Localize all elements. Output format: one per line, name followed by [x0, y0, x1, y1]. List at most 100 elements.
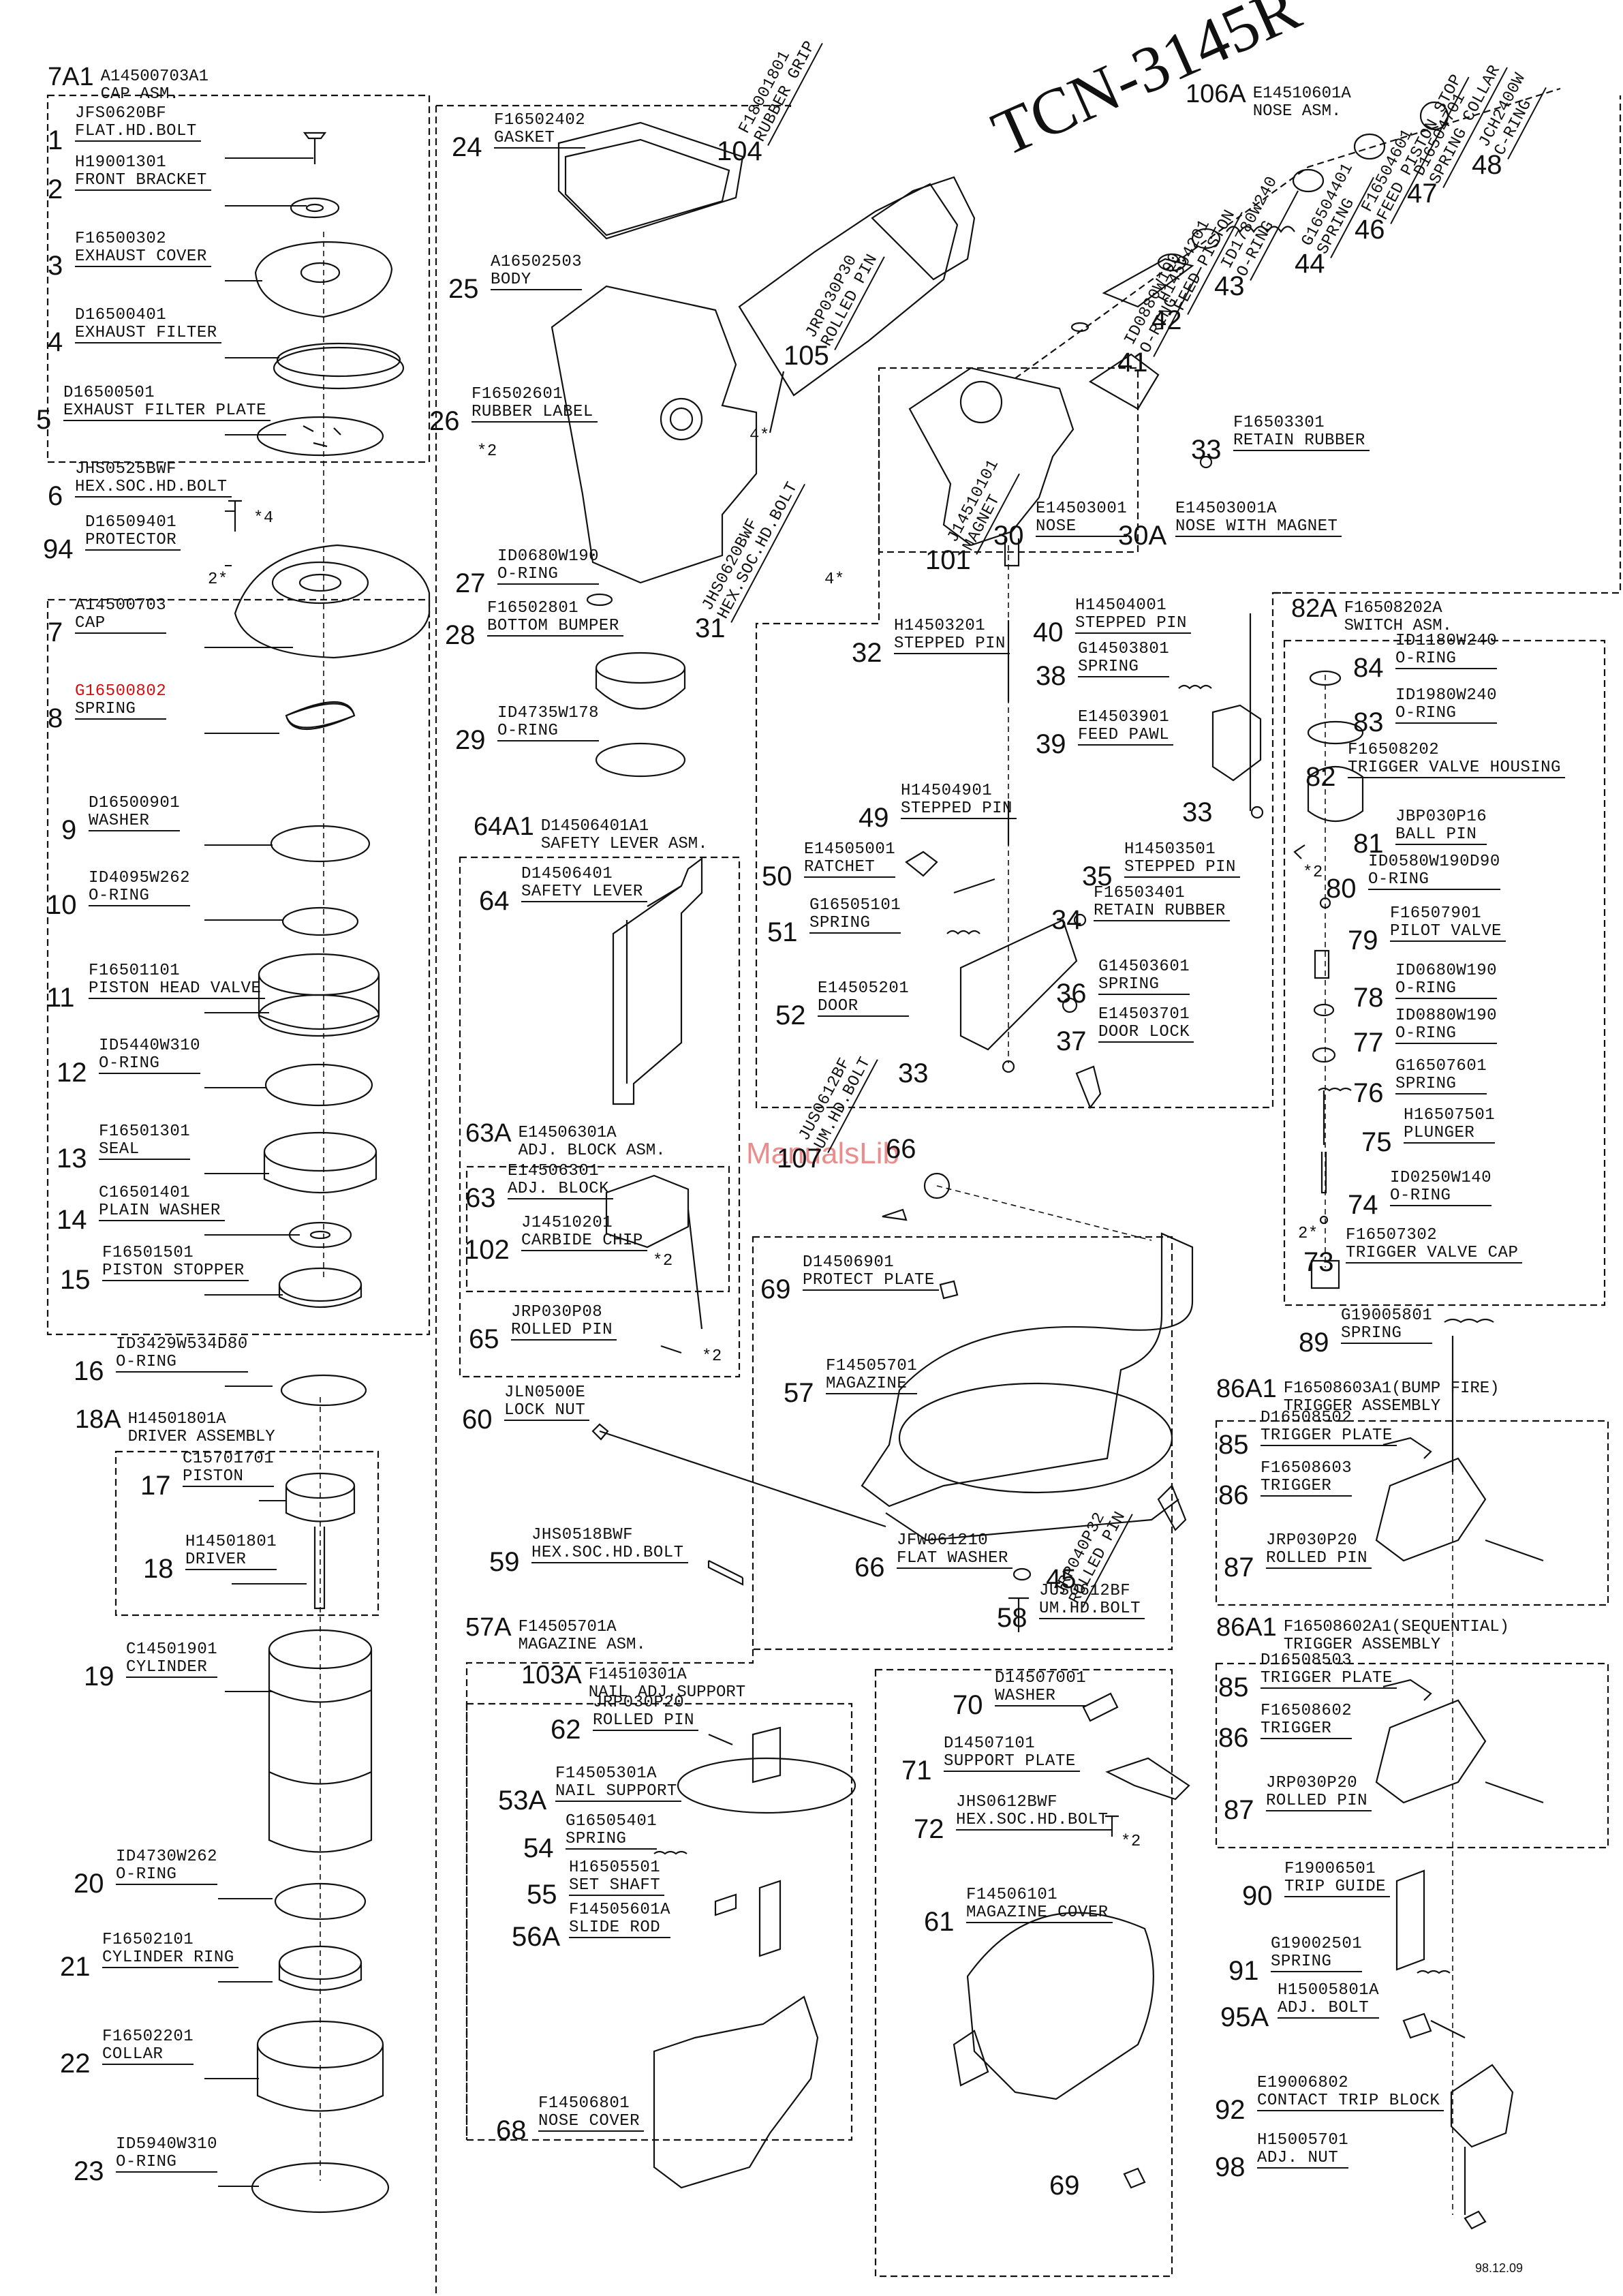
part-name: O-RING — [116, 2154, 218, 2173]
part-name: SPRING — [1098, 976, 1190, 995]
part-number: 86 — [1218, 1723, 1249, 1753]
part-number: 102 — [464, 1235, 510, 1265]
part-number: 47 — [1407, 179, 1438, 209]
part-code: JRP030P20 — [1266, 1774, 1358, 1792]
part-number: 98 — [1215, 2152, 1246, 2182]
part-code: ID4730W262 — [116, 1848, 218, 1866]
part-code: F16507302 — [1346, 1226, 1438, 1244]
part-code: F16502201 — [102, 2027, 194, 2046]
part-number: 8 — [48, 703, 63, 733]
part-number: 49 — [859, 803, 889, 833]
part-name: TRIGGER PLATE — [1261, 1427, 1397, 1446]
footnote-mark: 2* — [208, 570, 228, 589]
part-name: BOTTOM BUMPER — [487, 617, 623, 637]
part-name: STEPPED PIN — [1075, 615, 1191, 634]
part-code: E14503001 — [1036, 500, 1128, 518]
part-number: 89 — [1299, 1328, 1329, 1358]
part-number: 64 — [479, 886, 510, 916]
part-number: 61 — [924, 1907, 955, 1937]
trip-parts — [1395, 1869, 1514, 2230]
part-code: F14505301A — [555, 1764, 658, 1783]
assembly-number: 57A — [465, 1613, 512, 1642]
magazine-cover-parts — [953, 1912, 1154, 2189]
part-number: 56A — [512, 1922, 561, 1952]
assembly-code: E14506301A — [518, 1124, 617, 1142]
part-number: 70 — [953, 1690, 983, 1720]
part-number: 7 — [48, 617, 63, 647]
part-code: JBP030P16 — [1395, 808, 1487, 826]
part-code: JHS0612BWF — [956, 1793, 1058, 1811]
assembly-name: TRIGGER ASSEMBLY — [1283, 1397, 1441, 1415]
assembly-code: E14510601A — [1252, 85, 1351, 103]
part-name: UM.HD.BOLT — [1039, 1600, 1145, 1619]
part-code: JHS0525BWF — [75, 460, 177, 478]
part-name: CAP — [75, 615, 167, 634]
part-number: 2 — [48, 174, 63, 204]
footnote-mark: *2 — [477, 442, 497, 461]
part-name: CARBIDE CHIP — [521, 1232, 647, 1251]
part-code: D16500901 — [89, 794, 181, 812]
part-number: 55 — [527, 1880, 557, 1910]
part-number: 42 — [1151, 305, 1182, 335]
part-name: O-RING — [1395, 980, 1498, 999]
part-code: E14505001 — [804, 840, 896, 859]
part-number: 19 — [84, 1662, 114, 1692]
part-code: F14506801 — [538, 2094, 630, 2113]
part-code: JRP030P20 — [593, 1694, 685, 1712]
part-code: H14503201 — [894, 617, 986, 635]
part-code: ID4095W262 — [89, 869, 191, 887]
part-name: PISTON HEAD VALVE — [89, 980, 266, 999]
part-code: ID5940W310 — [116, 2135, 218, 2154]
part-number: 3 — [48, 251, 63, 281]
part-number: 66 — [886, 1134, 916, 1164]
part-number: 27 — [455, 568, 486, 598]
part-number: 72 — [914, 1814, 944, 1844]
part-name: MAGAZINE COVER — [966, 1904, 1113, 1923]
part-name: PISTON STOPPER — [102, 1262, 249, 1281]
part-name: STEPPED PIN — [894, 635, 1010, 654]
part-code: F19006501 — [1284, 1860, 1376, 1878]
body-parts — [551, 121, 976, 778]
part-number: 69 — [1049, 2171, 1080, 2201]
part-code: H15005801A — [1278, 1981, 1380, 2000]
part-code: E14505201 — [818, 979, 910, 998]
part-number: 39 — [1036, 729, 1066, 759]
part-name: O-RING — [1395, 650, 1498, 669]
part-number: 62 — [551, 1715, 581, 1745]
part-name: WASHER — [89, 812, 181, 831]
part-number: 78 — [1353, 983, 1384, 1013]
part-code: JHS0518BWF — [531, 1526, 634, 1544]
part-code: ID0880W190 — [1395, 1007, 1498, 1025]
part-name: O-RING — [116, 1866, 218, 1885]
part-number: 43 — [1214, 271, 1245, 301]
part-name: BALL PIN — [1395, 826, 1487, 845]
